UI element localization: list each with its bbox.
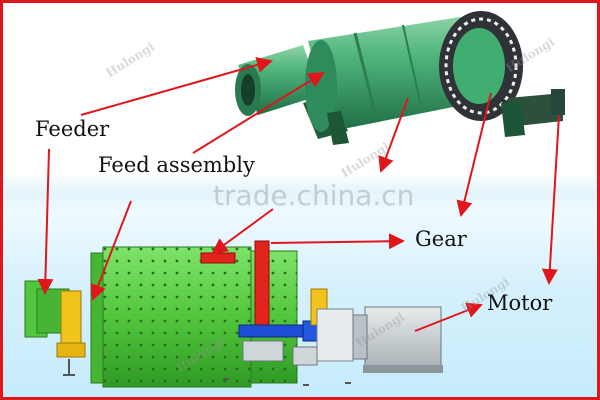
mill-illustration: [24, 11, 565, 388]
lower-mill-schematic: [24, 240, 443, 388]
arrow-center-lower: [211, 208, 274, 255]
arrow-motor-bottom: [414, 302, 483, 332]
arrow-motor-top: [541, 114, 560, 285]
label-gear: Gear: [415, 227, 467, 251]
upper-ball-mill: [235, 11, 565, 145]
arrow-feeder-bottom: [37, 148, 54, 295]
label-feed-assembly: Feed assembly: [98, 153, 255, 177]
label-feeder: Feeder: [35, 117, 110, 141]
arrow-gear-top: [456, 92, 492, 217]
callout-arrows: [37, 57, 560, 332]
arrow-center-down: [378, 97, 409, 173]
site-watermark: trade.china.cn: [213, 179, 415, 212]
background-band: [3, 173, 597, 213]
arrow-feeder-top: [80, 57, 273, 116]
arrow-feedassembly-bottom: [90, 200, 132, 301]
arrow-feedassembly-top: [192, 71, 325, 154]
label-motor: Motor: [487, 291, 553, 315]
arrow-gear-bottom: [270, 233, 405, 250]
